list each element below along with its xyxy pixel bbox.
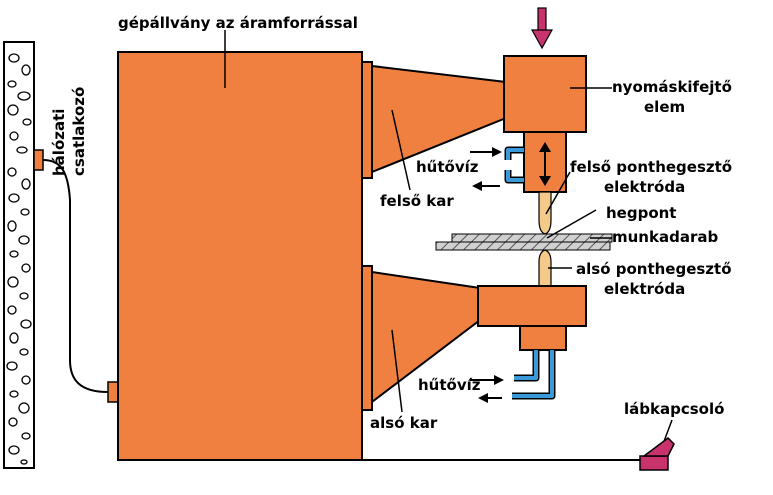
cooling-water-lower-label: hűtővíz [418, 376, 481, 394]
foot-switch-label: lábkapcsoló [624, 400, 724, 418]
upper-electrode-tip [538, 191, 552, 235]
lower-flow-arrows [470, 375, 504, 403]
machine-stand-label: gépállvány az áramforrással [118, 14, 358, 32]
workpiece-label: munkadarab [612, 228, 718, 246]
pressure-element [503, 55, 587, 133]
double-arrow-icon [539, 142, 551, 186]
upper-arm-label: felső kar [380, 192, 454, 210]
wall [3, 41, 35, 469]
upper-electrode-label-line2: elektróda [604, 178, 685, 196]
lower-arm-extension [477, 285, 587, 327]
upper-cooling-pipes [504, 146, 524, 184]
weld-spot-label: hegpont [606, 204, 676, 222]
lower-arm-leader [391, 329, 403, 413]
cooling-water-upper-label: hűtővíz [416, 158, 479, 176]
upper-arm-leader [391, 109, 411, 191]
lower-electrode-tip [538, 249, 552, 287]
mains-cable [42, 159, 109, 393]
upper-electrode-leader [545, 171, 571, 215]
lower-cooling-pipes [512, 350, 556, 400]
foot-switch [639, 437, 675, 471]
weld-spot-leader [546, 209, 597, 239]
force-arrow [530, 7, 554, 50]
mains-socket-label-line2: csatlakozó [70, 87, 88, 176]
workpiece [435, 233, 613, 251]
lower-arm-label: alsó kar [370, 414, 438, 432]
upper-electrode-label-line1: felső ponthegesztő [570, 158, 732, 176]
pressure-element-label-line1: nyomáskifejtő [612, 78, 732, 96]
lower-electrode-holder [519, 325, 567, 351]
pressure-element-label-line2: elem [644, 98, 685, 116]
lower-electrode-label-line2: elektróda [604, 280, 685, 298]
upper-flow-arrows [470, 147, 502, 191]
mains-socket-label-line1: hálózati [50, 109, 68, 176]
mains-socket [33, 149, 44, 171]
lower-electrode-label-line1: alsó ponthegesztő [576, 260, 732, 278]
machine-plug [107, 381, 119, 403]
machine-stand [117, 51, 363, 461]
